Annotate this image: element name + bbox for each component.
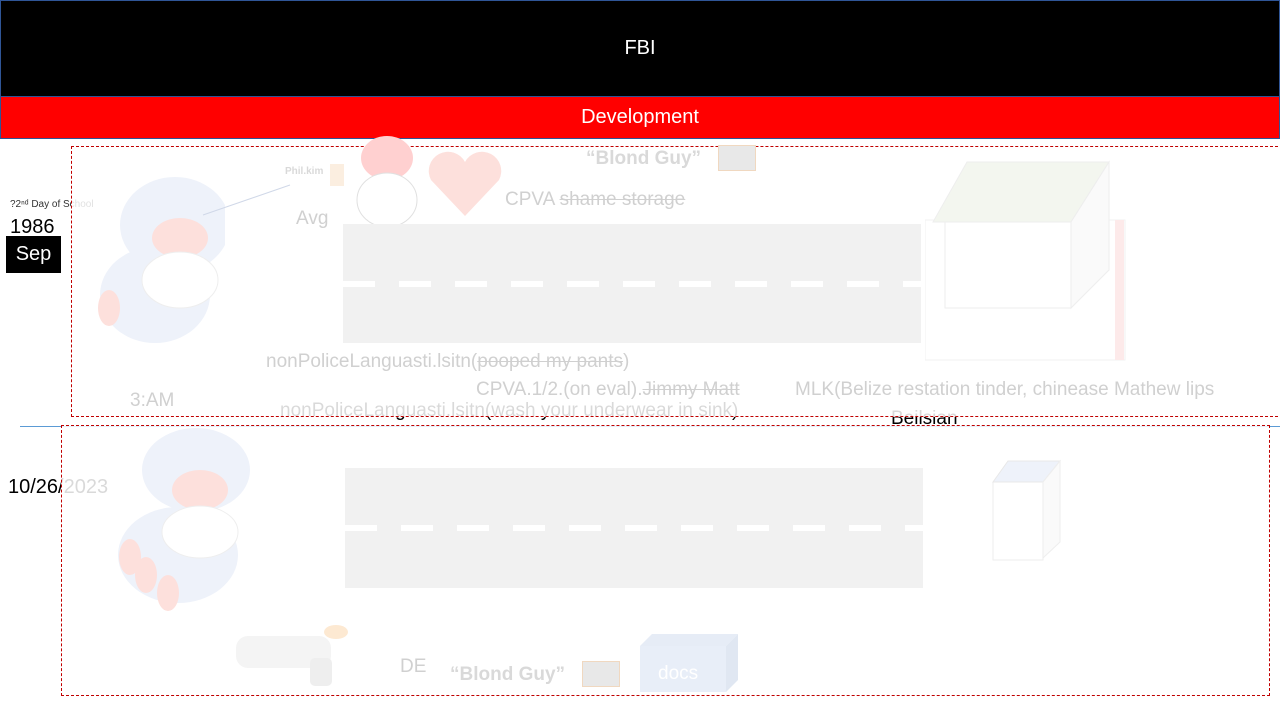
month-badge: Sep xyxy=(6,236,61,273)
code-line-1-prefix: nonPoliceLanguasti.lsitn( xyxy=(266,351,478,372)
cpva-eval-line: CPVA.1/2.(on eval).Jimmy Matt xyxy=(476,379,740,401)
box-cube-icon xyxy=(925,160,1126,361)
blond-guy-label: “Blond Guy” xyxy=(586,148,702,169)
code-line-1-suffix: ) xyxy=(623,351,630,372)
de-label: DE xyxy=(400,656,427,677)
figure-eight-icon-2 xyxy=(118,428,250,611)
road-lane-markings-2 xyxy=(345,525,923,531)
subtitle-banner: Development xyxy=(0,97,1280,139)
road-graphic-2 xyxy=(345,468,923,588)
year-label: 1986 xyxy=(10,216,55,238)
small-box-icon xyxy=(992,459,1062,561)
photo-thumb-icon-2 xyxy=(582,661,620,687)
figure-eight-icon xyxy=(98,177,225,343)
pointer-arrow-icon xyxy=(202,184,291,216)
tag-icon xyxy=(330,164,344,186)
page-title: FBI xyxy=(624,37,656,59)
time-label: 3:AM xyxy=(130,390,175,411)
photo-thumb-icon xyxy=(718,145,756,171)
docs-box: docs xyxy=(640,634,738,692)
cpva-label: CPVA shame storage xyxy=(505,189,685,211)
pointer-label: Phil.kim xyxy=(285,166,324,177)
mlk-text: MLK(Belize restation tinder, chinease Ma… xyxy=(795,379,1215,400)
blond-guy-label-2: “Blond Guy” xyxy=(450,664,566,685)
docs-cube-icon xyxy=(640,634,738,692)
small-note: ?2ⁿᵈ Day of School xyxy=(10,199,94,210)
cpva-struck-text: shame storage xyxy=(559,189,686,210)
avg-label: Avg xyxy=(296,208,329,229)
code-line-1-struck: pooped my pants xyxy=(477,351,624,372)
road-graphic-1 xyxy=(343,224,921,343)
road-lane-markings-1 xyxy=(343,280,921,287)
camera-icon xyxy=(236,625,348,686)
cpva-eval-prefix: CPVA.1/2.(on eval). xyxy=(476,379,643,400)
docs-label: docs xyxy=(658,663,699,684)
code-line-1: nonPoliceLanguasti.lsitn(pooped my pants… xyxy=(266,351,629,373)
title-banner: FBI xyxy=(0,0,1280,97)
heart-icon xyxy=(428,151,502,216)
person-figure-icon xyxy=(356,136,418,228)
cpva-text: CPVA xyxy=(505,189,555,210)
cpva-eval-struck: Jimmy Matt xyxy=(642,379,740,400)
page-subtitle: Development xyxy=(581,106,699,128)
